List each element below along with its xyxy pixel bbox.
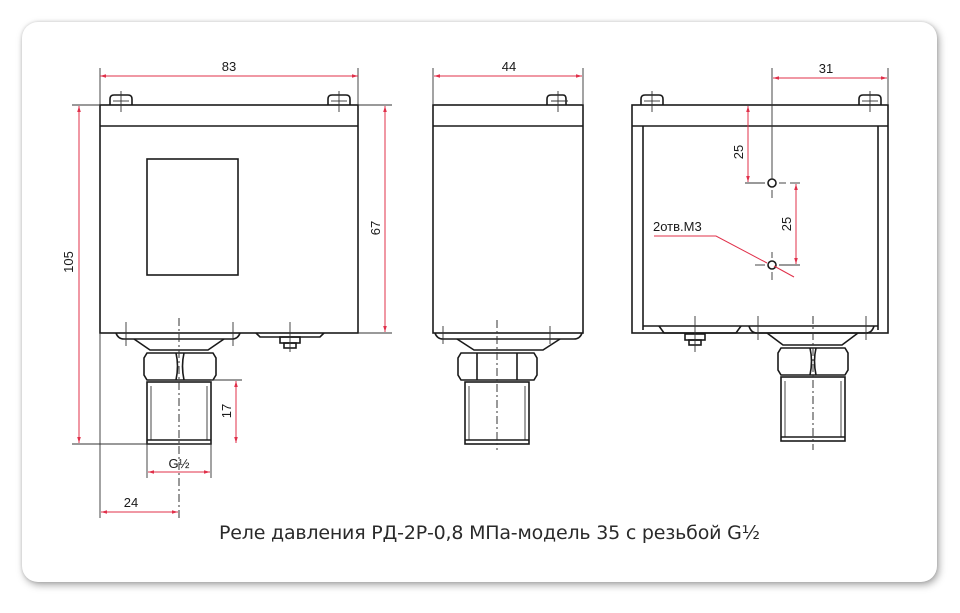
rear-dimensions: 31 25 25 2отв.М3 — [653, 61, 889, 278]
rear-view — [631, 91, 889, 450]
mount-hole-upper — [767, 178, 777, 188]
side-view — [432, 91, 584, 450]
dim-body-height-67: 67 — [368, 221, 383, 235]
dim-width-83: 83 — [222, 59, 236, 74]
dim-width-44: 44 — [502, 59, 516, 74]
front-dimensions: 83 105 67 17 G½ 24 — [61, 59, 392, 518]
display-window — [146, 158, 239, 276]
front-view — [99, 91, 359, 520]
drawing-caption: Реле давления РД-2Р-0,8 МПа-модель 35 с … — [219, 522, 760, 544]
dim-thread-g12: G½ — [169, 456, 190, 471]
dim-hole-spacing-25: 25 — [779, 217, 794, 231]
dim-hole-offset-31: 31 — [819, 61, 833, 76]
holes-note: 2отв.М3 — [653, 219, 702, 234]
mount-hole-lower — [767, 260, 777, 270]
dim-axis-offset-24: 24 — [124, 495, 138, 510]
drawing-card — [22, 22, 937, 582]
dim-height-105: 105 — [61, 251, 76, 273]
dim-hole-top-25: 25 — [731, 145, 746, 159]
side-dimensions: 44 — [432, 59, 584, 105]
dim-thread-length-17: 17 — [219, 404, 234, 418]
